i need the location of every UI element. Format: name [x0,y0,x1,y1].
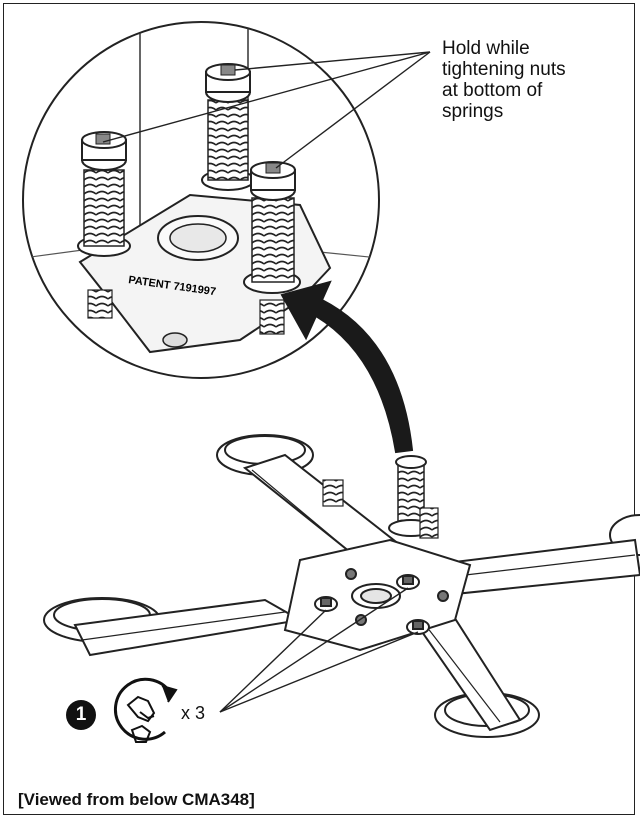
callout-text: Hold while tightening nuts at bottom of … [442,38,622,122]
callout-line: springs [442,101,504,122]
step-leader-lines [219,587,419,713]
callout-line: at bottom of [442,80,543,101]
spring-left [77,131,131,319]
callout-line: Hold while [442,38,530,59]
spring-back [201,63,255,191]
step-number-badge: 1 [66,700,96,730]
base-frame [43,434,640,738]
callout-line: tightening nuts [442,59,566,80]
detail-zoom-circle: PATENT 7191997 [22,21,380,379]
zoom-arrow [280,280,414,454]
figure-caption: [Viewed from below CMA348] [18,790,255,809]
spring-front [243,161,301,335]
step-quantity: x 3 [181,703,206,723]
rotate-wrench-icon [113,677,178,743]
callout-leader-lines [102,51,431,169]
